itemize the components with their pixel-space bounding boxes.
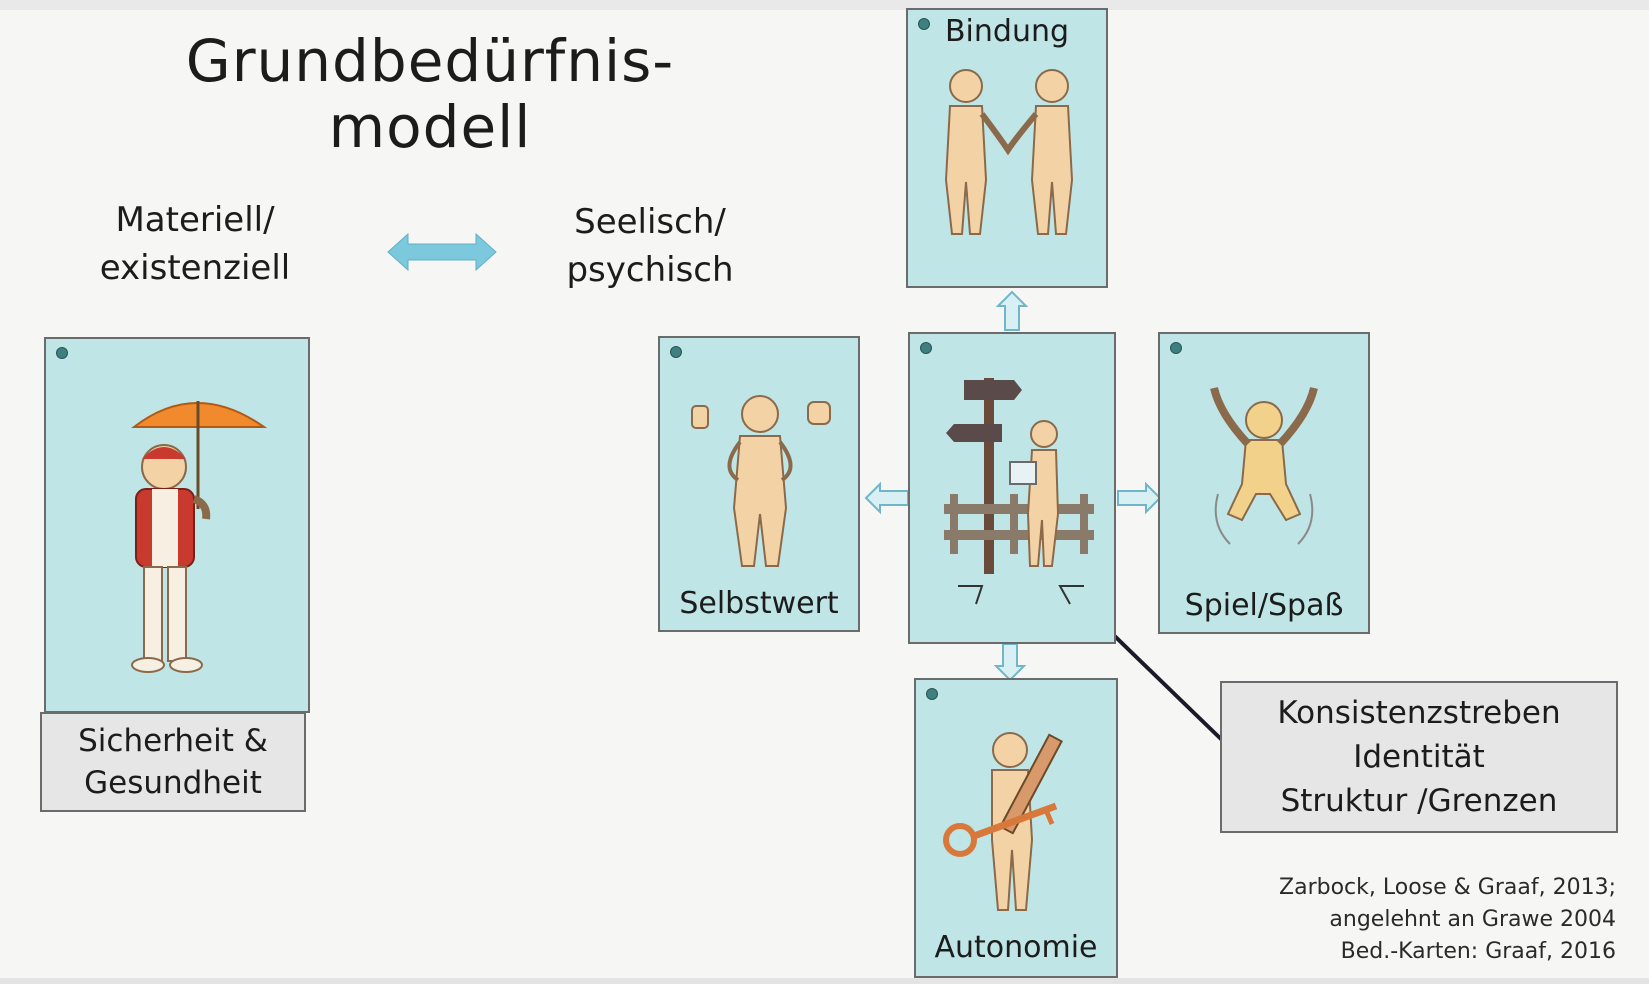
proud-person-icon — [691, 395, 831, 567]
top-bar — [0, 0, 1649, 10]
umbrella-person-icon — [131, 401, 268, 673]
citation: Zarbock, Loose & Graaf, 2013; angelehnt … — [1230, 872, 1616, 968]
card-dot — [1170, 342, 1182, 354]
card-sicherheit-caption: Sicherheit & Gesundheit — [40, 712, 306, 812]
heading-seelisch-line1: Seelisch/ — [574, 202, 726, 242]
info-line2: Identität — [1353, 739, 1485, 775]
card-center[interactable] — [908, 332, 1116, 644]
double-arrow-icon — [387, 232, 497, 272]
bottom-bar — [0, 978, 1649, 984]
card-dot — [56, 347, 68, 359]
heading-materiell-line2: existenziell — [99, 248, 291, 288]
card-dot — [670, 346, 682, 358]
card-bindung[interactable]: Bindung — [906, 8, 1108, 288]
heading-seelisch: Seelisch/ psychisch — [520, 198, 780, 294]
arrow-up-icon — [995, 290, 1029, 331]
diagram-title: Grundbedürfnis- modell — [150, 28, 710, 160]
citation-line1: Zarbock, Loose & Graaf, 2013; — [1279, 875, 1616, 900]
arrow-left-icon — [864, 481, 909, 515]
card-dot — [918, 18, 930, 30]
card-dot — [920, 342, 932, 354]
holding-hands-icon — [944, 69, 1074, 235]
card-autonomie-label: Autonomie — [934, 930, 1098, 965]
card-selbstwert[interactable]: Selbstwert — [658, 336, 860, 632]
info-line1: Konsistenzstreben — [1277, 695, 1561, 731]
sicherheit-line2: Gesundheit — [84, 765, 262, 801]
signpost-person-icon — [944, 378, 1094, 605]
card-selbstwert-label: Selbstwert — [679, 586, 839, 621]
card-dot — [926, 688, 938, 700]
title-line-2: modell — [328, 93, 532, 161]
jumping-person-icon — [1210, 386, 1318, 545]
title-line-1: Grundbedürfnis- — [185, 27, 675, 95]
heading-seelisch-line2: psychisch — [566, 250, 734, 290]
heading-materiell: Materiell/ existenziell — [60, 196, 330, 292]
card-autonomie[interactable]: Autonomie — [914, 678, 1118, 978]
card-spiel-label: Spiel/Spaß — [1184, 588, 1344, 623]
card-bindung-label: Bindung — [944, 14, 1070, 49]
info-line3: Struktur /Grenzen — [1280, 783, 1558, 819]
arrow-right-icon — [1117, 481, 1162, 515]
citation-line3: Bed.-Karten: Graaf, 2016 — [1340, 939, 1616, 964]
card-sicherheit[interactable] — [44, 337, 310, 713]
card-spiel[interactable]: Spiel/Spaß — [1158, 332, 1370, 634]
konsistenz-info-box: Konsistenzstreben Identität Struktur /Gr… — [1220, 681, 1618, 833]
citation-line2: angelehnt an Grawe 2004 — [1329, 907, 1616, 932]
arrow-down-icon — [993, 643, 1027, 682]
key-person-icon — [943, 732, 1063, 911]
sicherheit-line1: Sicherheit & — [78, 723, 268, 759]
heading-materiell-line1: Materiell/ — [115, 200, 275, 240]
